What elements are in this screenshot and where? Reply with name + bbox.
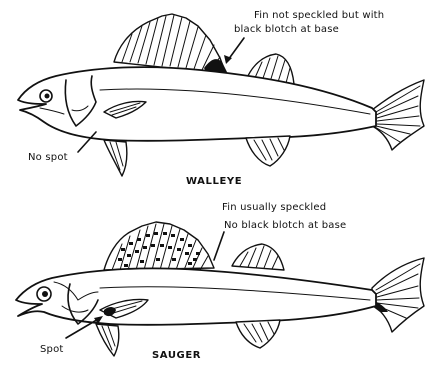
walleye-blotch-arrow	[228, 38, 244, 60]
sauger-illustration	[16, 222, 424, 356]
walleye-species-name: WALLEYE	[186, 176, 242, 188]
sauger-body	[16, 268, 376, 324]
sauger-fin-note-line2: No black blotch at base	[224, 220, 346, 232]
walleye-spot-note: No spot	[28, 152, 68, 164]
walleye-body	[18, 67, 376, 141]
walleye-fin-note-line1: Fin not speckled but with	[254, 10, 384, 22]
sauger-spiny-dorsal-fin	[104, 222, 214, 270]
walleye-tail-fin	[372, 80, 424, 150]
walleye-fin-note-line2: black blotch at base	[234, 24, 339, 36]
sauger-tail-fin	[372, 258, 424, 332]
sauger-spot-note: Spot	[40, 344, 64, 356]
sauger-fin-note-line1: Fin usually speckled	[222, 202, 326, 214]
walleye-illustration	[18, 14, 424, 176]
sauger-species-name: SAUGER	[152, 350, 201, 362]
sauger-no-blotch-arrow	[214, 232, 224, 260]
